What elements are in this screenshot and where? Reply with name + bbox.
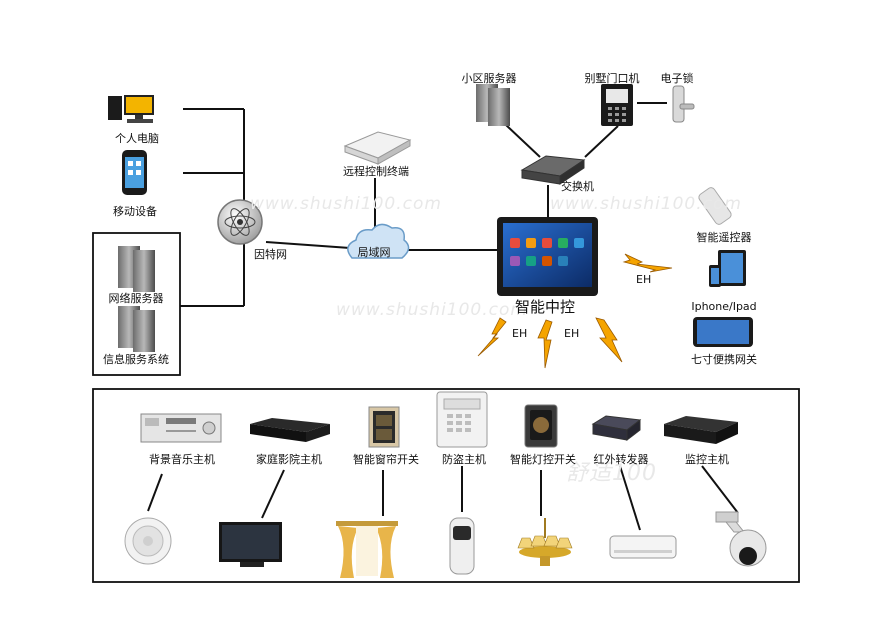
watermark-url: www.shushi100.com xyxy=(550,194,742,214)
community-server-icon xyxy=(476,84,510,126)
bolt-icon xyxy=(477,317,507,357)
info-system-label: 信息服务系统 xyxy=(103,353,169,366)
remote-terminal-icon xyxy=(343,131,412,165)
ir-transponder-icon xyxy=(591,415,642,442)
motion-sensor-icon xyxy=(449,517,475,575)
switch-label: 交换机 xyxy=(561,180,594,193)
smart-remote-icon xyxy=(698,187,732,225)
electronic-lock-label: 电子锁 xyxy=(660,72,694,85)
server-group-box xyxy=(92,232,181,376)
theater-host-icon xyxy=(250,418,330,442)
controller-icon xyxy=(497,217,598,296)
net-server-label: 网络服务器 xyxy=(108,292,164,305)
pc-label: 个人电脑 xyxy=(115,132,159,145)
television-icon xyxy=(219,522,282,567)
info-system-server-icon xyxy=(118,306,155,352)
curtain-icon xyxy=(336,521,398,578)
portable-gateway-icon xyxy=(693,317,753,347)
door-unit-icon xyxy=(601,84,633,126)
community-server-label: 小区服务器 xyxy=(461,72,517,85)
iphone-ipad-icon xyxy=(709,250,746,287)
pc-icon xyxy=(108,95,154,123)
subsystem-label: 监控主机 xyxy=(685,453,729,466)
subsystems-box xyxy=(92,388,800,583)
bolt-icon xyxy=(595,317,623,363)
eh-label: EH xyxy=(636,273,652,286)
curtain-switch-icon xyxy=(368,406,400,448)
mobile-icon xyxy=(122,150,147,195)
controller-label: 智能中控 xyxy=(514,298,576,316)
internet-globe-icon xyxy=(217,199,263,245)
bolt-icon xyxy=(537,319,553,369)
watermark-url: www.shushi100.com xyxy=(336,300,528,320)
surveillance-host-icon xyxy=(664,416,738,444)
subsystem-label: 智能灯控开关 xyxy=(510,453,576,466)
smart-remote-label: 智能遥控器 xyxy=(696,231,752,244)
watermark-url: www.shushi100.com xyxy=(250,194,442,214)
air-conditioner-icon xyxy=(609,535,677,559)
ceiling-speaker-icon xyxy=(124,517,172,565)
subsystem-label: 红外转发器 xyxy=(593,453,649,466)
mobile-label: 移动设备 xyxy=(113,205,157,218)
lan-label: 局域网 xyxy=(357,246,391,259)
chandelier-icon xyxy=(517,518,573,566)
villa-door-label: 别墅门口机 xyxy=(584,72,640,85)
light-switch-icon xyxy=(524,404,558,448)
wireless-bolts xyxy=(477,253,673,369)
eh-label: EH xyxy=(564,327,580,340)
subsystem-label: 防盗主机 xyxy=(442,453,486,466)
network-server-icon xyxy=(118,246,155,292)
watermark-brand: 舒适100 xyxy=(566,461,657,486)
iphone-ipad-label: Iphone/Ipad xyxy=(691,300,757,313)
subsystem-label: 背景音乐主机 xyxy=(149,453,215,466)
lan-cloud-icon xyxy=(347,223,410,259)
security-host-icon xyxy=(436,391,488,448)
dome-camera-icon xyxy=(715,511,767,567)
remote-terminal-label: 远程控制终端 xyxy=(343,165,409,178)
eh-label: EH xyxy=(512,327,528,340)
subsystem-label: 家庭影院主机 xyxy=(256,453,322,466)
internet-label: 因特网 xyxy=(254,248,287,261)
portable-gateway-label: 七寸便携网关 xyxy=(691,353,757,366)
electronic-lock-icon xyxy=(672,85,695,123)
bolt-icon xyxy=(622,253,673,273)
switch-icon xyxy=(520,155,586,185)
subsystem-label: 智能窗帘开关 xyxy=(353,453,419,466)
music-host-icon xyxy=(140,413,222,443)
